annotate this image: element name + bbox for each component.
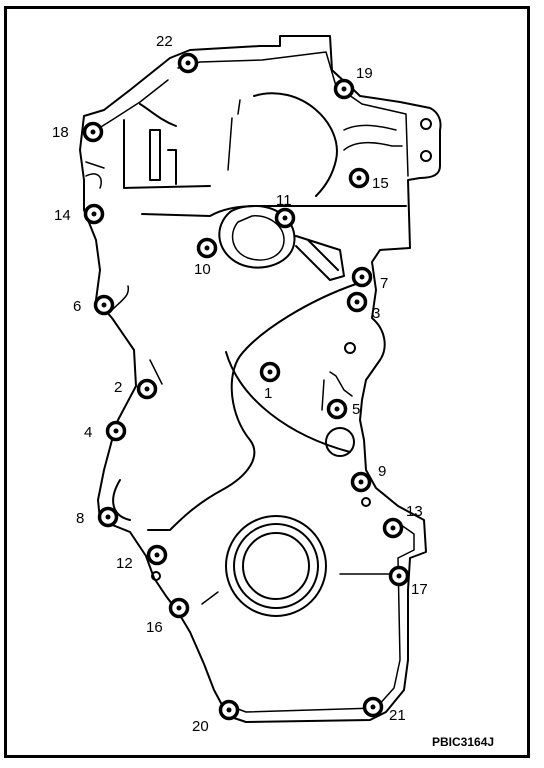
left-lower-rib [112,479,131,521]
small-hole-c [151,571,161,581]
bolt-center-dot [354,299,360,305]
bolt-center-dot [144,386,150,392]
bolt-label-19: 19 [356,65,373,82]
upper-rib [141,205,407,217]
bolt-center-dot [101,302,107,308]
bolt6-detail [111,285,163,385]
bolt-20 [218,699,240,721]
crankshaft-boss-mid [233,523,319,609]
bolt-center-dot [356,175,362,181]
crankshaft-boss-outer [225,515,327,617]
bolt-13 [382,517,404,539]
bolt-4 [105,420,127,442]
bolt-label-17: 17 [411,581,428,598]
bolt-7 [351,266,373,288]
bolt-8 [97,506,119,528]
cover-inner-edge [95,51,415,713]
bolt-6 [93,294,115,316]
bolt-21 [362,696,384,718]
bolt-center-dot [226,707,232,713]
bolt-label-21: 21 [389,707,406,724]
figure-code: PBIC3164J [432,735,494,749]
tensioner-rib [225,351,351,453]
bolt-label-22: 22 [156,33,173,50]
bolt-label-15: 15 [372,175,389,192]
bolt-label-12: 12 [116,555,133,572]
bolt-center-dot [91,211,97,217]
bolt-label-5: 5 [352,401,360,418]
small-hole-b [361,497,371,507]
bolt-11 [274,207,296,229]
bolt-center-dot [396,573,402,579]
bolt-label-8: 8 [76,510,84,527]
bolt-label-1: 1 [264,385,272,402]
bolt-label-16: 16 [146,619,163,636]
bolt-label-3: 3 [372,305,380,322]
bolt-label-14: 14 [54,207,71,224]
bolt-label-18: 18 [52,124,69,141]
right-upper-fitting [343,124,403,151]
bolt-label-4: 4 [84,424,92,441]
bolt-19 [333,78,355,100]
bolt-16 [168,597,190,619]
v-rib [295,235,345,281]
lower-rib [201,573,391,605]
bolt-center-dot [334,406,340,412]
bolt-1 [259,361,281,383]
bolt-label-6: 6 [73,298,81,315]
bolt-center-dot [154,552,160,558]
bolt-center-dot [90,129,96,135]
crankshaft-seal [242,532,310,600]
cam-sprocket-arc [253,92,338,197]
bolt-center-dot [267,369,273,375]
sensor-boss [325,427,355,457]
bolt-label-10: 10 [194,261,211,278]
chain-guide-rib [147,283,357,531]
right-side-detail [321,371,353,411]
left-notch [85,161,105,189]
left-bracket [123,103,211,189]
bolt-center-dot [204,245,210,251]
bolt-label-20: 20 [192,718,209,735]
bolt-18 [82,121,104,143]
bolt-12 [146,544,168,566]
bolt-label-7: 7 [380,275,388,292]
bolt-center-dot [341,86,347,92]
bolt-center-dot [358,479,364,485]
bolt-center-dot [370,704,376,710]
bolt-22 [177,52,199,74]
bolt-center-dot [105,514,111,520]
bolt-17 [388,565,410,587]
bolt-3 [346,291,368,313]
bolt-9 [350,471,372,493]
bolt-center-dot [282,215,288,221]
bolt-label-11: 11 [276,192,292,209]
bolt-label-2: 2 [114,379,122,396]
bolt-label-13: 13 [406,503,423,520]
oil-passage-loop [218,205,296,269]
bolt-center-dot [185,60,191,66]
bolt-center-dot [113,428,119,434]
bolt-14 [83,203,105,225]
dowel-hole-lower [420,150,432,162]
bolt-5 [326,398,348,420]
bolt-15 [348,167,370,189]
cover-outline [79,35,442,723]
oil-passage-inner [231,215,285,261]
bolt-label-9: 9 [378,463,386,480]
bolt-center-dot [390,525,396,531]
cam-sprocket-arc-inner [227,99,241,171]
bolt-center-dot [359,274,365,280]
bolt-center-dot [176,605,182,611]
bolt-10 [196,237,218,259]
dowel-hole-upper [420,118,432,130]
bolt-2 [136,378,158,400]
small-hole-a [344,342,356,354]
